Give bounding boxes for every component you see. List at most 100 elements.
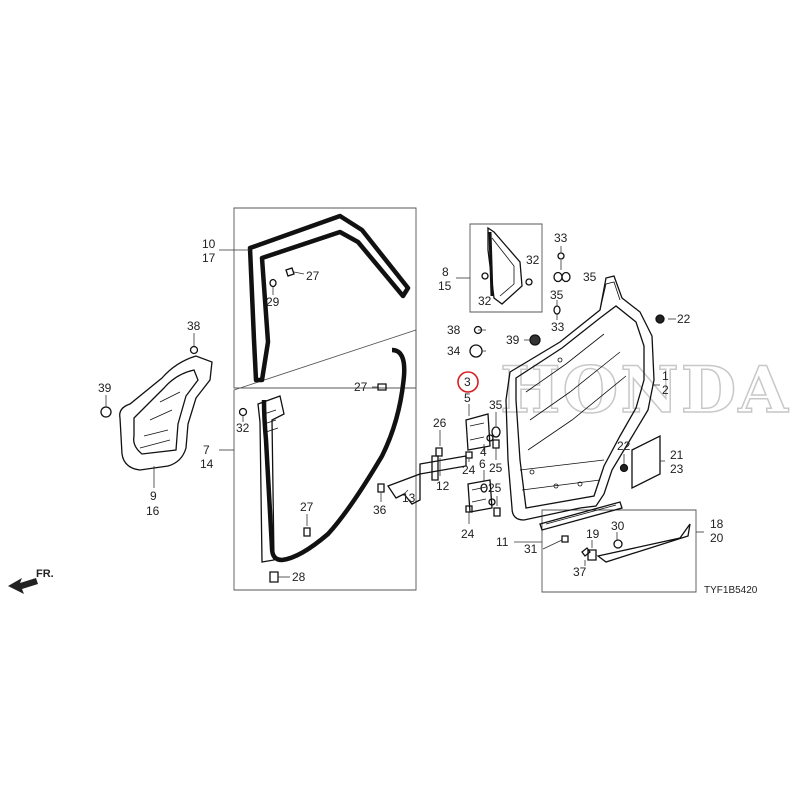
callout-34[interactable]: 34	[447, 344, 461, 358]
callout-28[interactable]: 28	[292, 570, 306, 584]
grommet-38-left[interactable]	[189, 345, 199, 355]
door-weatherstrip[interactable]	[261, 347, 407, 563]
clip-31[interactable]	[561, 535, 569, 543]
callout-23[interactable]: 23	[670, 462, 684, 476]
callout-12[interactable]: 12	[436, 479, 450, 493]
callout-25-lower[interactable]: 25	[488, 481, 502, 495]
callout-16[interactable]: 16	[146, 504, 160, 518]
callout-22-lower[interactable]: 22	[617, 439, 631, 453]
callout-1[interactable]: 1	[662, 369, 669, 383]
callout-22-upper[interactable]: 22	[677, 312, 691, 326]
bolt-24-upper[interactable]	[465, 451, 473, 459]
bolt-32-left[interactable]	[238, 407, 248, 417]
callout-13[interactable]: 13	[402, 491, 416, 505]
bolt-36[interactable]	[377, 483, 385, 493]
callout-5[interactable]: 5	[464, 391, 471, 405]
bolt-26[interactable]	[435, 447, 443, 457]
washer-6[interactable]	[480, 483, 488, 493]
callout-21[interactable]: 21	[670, 448, 684, 462]
callout-36[interactable]: 36	[373, 503, 387, 517]
clip-27-lower[interactable]	[303, 527, 311, 537]
sealing-plate[interactable]	[119, 355, 213, 471]
callout-3[interactable]: 3	[464, 375, 471, 389]
callout-33-top[interactable]: 33	[554, 231, 568, 245]
callout-3-highlight[interactable]: 3	[457, 371, 479, 393]
callout-6[interactable]: 6	[479, 457, 486, 471]
rear-door-panel[interactable]	[505, 275, 655, 521]
callout-35-top[interactable]: 35	[583, 270, 597, 284]
callout-10[interactable]: 10	[202, 237, 216, 251]
callout-9[interactable]: 9	[150, 489, 157, 503]
callout-14[interactable]: 14	[200, 457, 214, 471]
clip-28[interactable]	[269, 571, 290, 583]
callout-32-left[interactable]: 32	[236, 421, 250, 435]
lower-hinge[interactable]	[467, 479, 496, 513]
door-molding-11[interactable]	[539, 501, 623, 531]
callout-35-hinge[interactable]: 35	[489, 398, 503, 412]
sash-bracket[interactable]	[257, 395, 285, 563]
callout-4[interactable]: 4	[480, 445, 487, 459]
callout-38-center[interactable]: 38	[447, 323, 461, 337]
callout-26[interactable]: 26	[433, 416, 447, 430]
callout-25-upper[interactable]: 25	[489, 461, 503, 475]
seal-33-top[interactable]	[557, 252, 565, 260]
callout-27-middle[interactable]: 27	[354, 380, 368, 394]
callout-32-sash-right[interactable]: 32	[526, 253, 540, 267]
seal-35-hinge[interactable]	[491, 426, 501, 438]
front-arrow-icon	[8, 578, 38, 594]
callout-20[interactable]: 20	[710, 531, 724, 545]
glass-run-channel[interactable]	[247, 213, 411, 383]
door-garnish[interactable]	[596, 523, 691, 563]
seal-35-b[interactable]	[553, 271, 563, 283]
bolt-24-lower[interactable]	[465, 505, 473, 513]
bolt-25-upper[interactable]	[492, 439, 500, 449]
plug-29[interactable]	[269, 278, 277, 288]
callout-33-bottom[interactable]: 33	[551, 320, 565, 334]
upper-hinge[interactable]	[465, 413, 494, 451]
callout-38-left[interactable]: 38	[187, 319, 201, 333]
grommet-39-left[interactable]	[100, 406, 112, 418]
grommet-34[interactable]	[469, 344, 483, 358]
callout-30[interactable]: 30	[611, 519, 625, 533]
callout-15[interactable]: 15	[438, 279, 452, 293]
clip-27-middle[interactable]	[372, 383, 387, 391]
protector-21[interactable]	[631, 434, 661, 490]
callout-35-middle[interactable]: 35	[550, 288, 564, 302]
callout-39-center[interactable]: 39	[506, 333, 520, 347]
clip-22-lower[interactable]	[619, 463, 629, 473]
door-checker[interactable]	[419, 455, 467, 481]
clip-22-upper[interactable]	[655, 314, 665, 324]
callout-39-left[interactable]: 39	[98, 381, 112, 395]
seal-35-a[interactable]	[561, 271, 571, 283]
front-label: FR.	[36, 568, 54, 580]
callout-2[interactable]: 2	[662, 383, 669, 397]
callout-17[interactable]: 17	[202, 251, 216, 265]
callout-27-lower[interactable]: 27	[300, 500, 314, 514]
bolt-25-lower[interactable]	[493, 507, 501, 517]
callout-8[interactable]: 8	[442, 265, 449, 279]
grommet-39-center[interactable]	[529, 334, 541, 346]
callout-32-sash[interactable]: 32	[478, 294, 492, 308]
callout-19[interactable]: 19	[586, 527, 600, 541]
bolt-32-sash-right[interactable]	[525, 278, 533, 286]
bolt-32-sash[interactable]	[481, 272, 489, 280]
clip-27-upper[interactable]	[285, 267, 305, 277]
clip-19[interactable]	[587, 549, 597, 561]
callout-37[interactable]: 37	[573, 565, 587, 579]
callout-27-upper[interactable]: 27	[306, 269, 320, 283]
bracket-13[interactable]	[387, 473, 421, 505]
callout-7[interactable]: 7	[203, 443, 210, 457]
callout-11[interactable]: 11	[496, 535, 509, 549]
seal-35-c[interactable]	[553, 305, 561, 315]
clip-37[interactable]	[581, 547, 591, 557]
quarter-window-sash[interactable]	[487, 226, 523, 305]
callout-29[interactable]: 29	[266, 295, 280, 309]
weatherstrip-group-box	[233, 329, 417, 591]
callout-18[interactable]: 18	[710, 517, 724, 531]
clip-30[interactable]	[613, 539, 623, 549]
callout-24-lower[interactable]: 24	[461, 527, 475, 541]
callout-31[interactable]: 31	[524, 542, 538, 556]
quarter-glass-group-box	[469, 223, 543, 313]
callout-24-upper[interactable]: 24	[462, 463, 476, 477]
garnish-group-box	[541, 509, 697, 593]
